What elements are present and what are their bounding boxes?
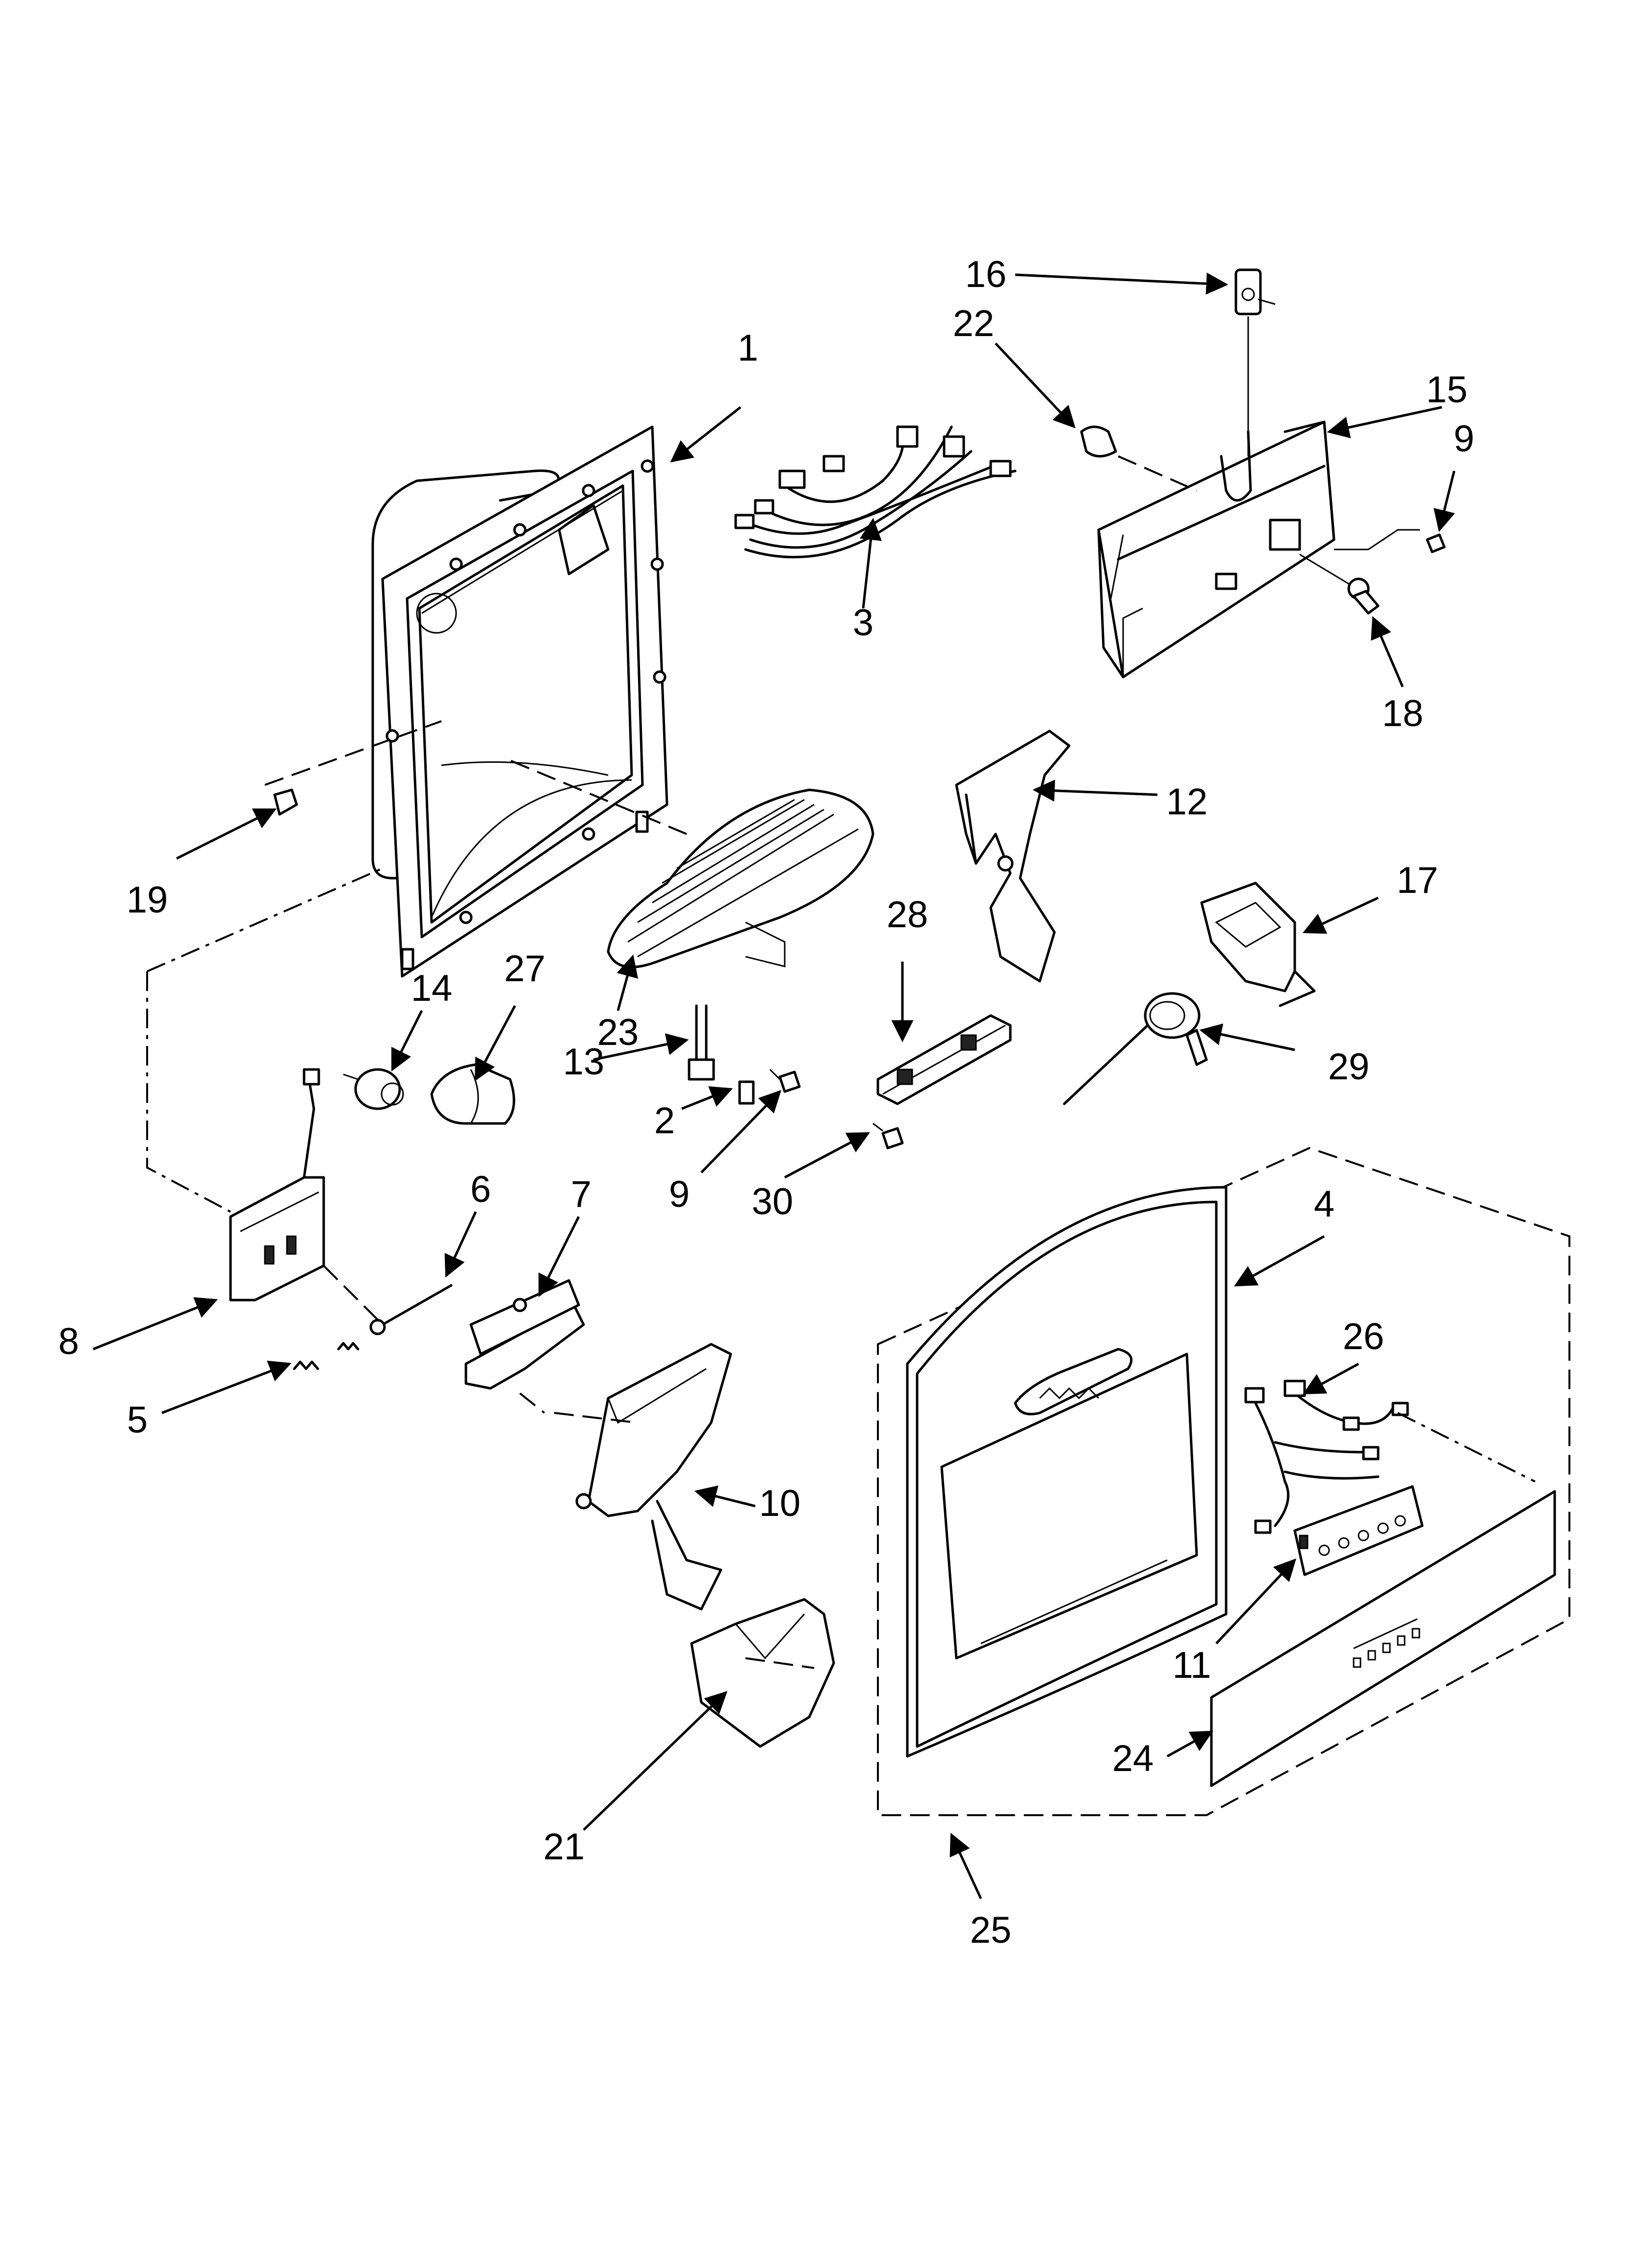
- callout-13: 13: [563, 1041, 605, 1083]
- callout-15: 15: [1426, 369, 1468, 411]
- callout-10: 10: [759, 1483, 801, 1524]
- callout-27: 27: [504, 948, 546, 990]
- part-27-cover: [430, 1063, 515, 1125]
- part-1-dispenser-housing: [371, 425, 668, 978]
- callout-4: 4: [1314, 1183, 1334, 1225]
- callout-18: 18: [1382, 693, 1424, 734]
- part-18-lamp-socket: [1299, 553, 1380, 615]
- part-7-hinge: [464, 1279, 585, 1414]
- callout-1: 1: [738, 327, 758, 369]
- part-14-solenoid: [343, 1068, 404, 1110]
- part-9-screw-lower: [769, 1069, 801, 1093]
- part-29-thermostat: [1063, 992, 1208, 1105]
- callout-29: 29: [1328, 1046, 1370, 1088]
- callout-7: 7: [571, 1173, 591, 1215]
- callout-28: 28: [887, 894, 928, 936]
- part-26-harness: [1244, 1380, 1536, 1534]
- part-2-clip: [738, 1080, 755, 1105]
- callout-3: 3: [853, 602, 873, 644]
- callout-9-upper: 9: [1454, 418, 1474, 460]
- callout-8: 8: [58, 1321, 79, 1362]
- callout-5: 5: [127, 1399, 148, 1441]
- callout-26: 26: [1343, 1316, 1385, 1357]
- part-15-control-bracket: [1097, 420, 1335, 678]
- callout-12: 12: [1166, 781, 1208, 823]
- part-25-assembly-outline: [877, 1147, 1570, 1816]
- callout-22: 22: [953, 303, 995, 344]
- callout-17: 17: [1397, 860, 1438, 901]
- callout-30: 30: [752, 1181, 794, 1223]
- callout-leaders: [93, 272, 1456, 1900]
- part-23-grille: [510, 759, 874, 968]
- callout-25: 25: [970, 1909, 1012, 1951]
- part-4-front-panel: [906, 1186, 1228, 1758]
- part-17-bracket: [1200, 882, 1316, 1007]
- callout-24: 24: [1112, 1738, 1154, 1779]
- part-16-switch: [1234, 268, 1276, 456]
- callout-16: 16: [965, 254, 1007, 295]
- callout-14: 14: [411, 967, 453, 1009]
- part-13-spring-clip: [688, 1004, 715, 1081]
- part-5-springs: [293, 1342, 359, 1370]
- part-22-light-bulb: [1080, 425, 1197, 492]
- part-28-rail: [876, 1014, 1012, 1105]
- part-19-screw: [264, 720, 442, 816]
- callout-2: 2: [654, 1100, 675, 1142]
- part-30-screw: [872, 1122, 904, 1149]
- part-8-solenoid-block: [146, 867, 383, 1302]
- part-9-screw-upper: [1334, 529, 1446, 553]
- callout-9-lower: 9: [669, 1173, 690, 1215]
- callout-23: 23: [597, 1012, 639, 1053]
- callout-21: 21: [543, 1826, 585, 1868]
- part-3-wire-harness: [734, 425, 1017, 559]
- part-24-control-label: [1210, 1490, 1556, 1787]
- callout-labels: 1 2 3 4 5 6 7 8 9 9 10 11 12 13 14 15 16…: [58, 254, 1474, 1951]
- part-10-dispenser-paddle: [554, 1343, 732, 1611]
- callout-11: 11: [1173, 1644, 1211, 1686]
- callout-6: 6: [470, 1169, 491, 1210]
- callout-19: 19: [127, 879, 168, 921]
- part-21-drip-tray: [690, 1598, 835, 1748]
- part-12-lever: [955, 730, 1071, 983]
- part-6-pin: [323, 1265, 453, 1335]
- part-11-control-board: [1293, 1485, 1424, 1576]
